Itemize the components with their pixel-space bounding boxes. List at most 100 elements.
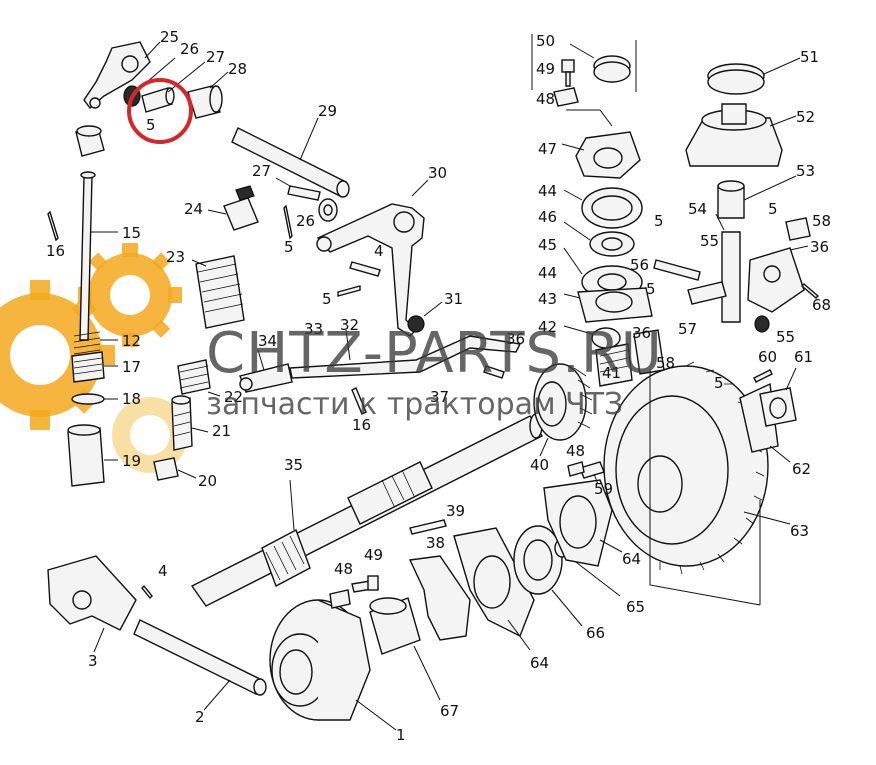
label-15: 15 bbox=[122, 224, 141, 242]
label-58a: 58 bbox=[812, 212, 831, 230]
label-58b: 58 bbox=[656, 354, 675, 372]
part-64b-flange bbox=[543, 479, 623, 567]
label-51: 51 bbox=[800, 48, 819, 66]
label-16a: 16 bbox=[46, 242, 65, 260]
label-63: 63 bbox=[790, 522, 809, 540]
label-57: 57 bbox=[678, 320, 697, 338]
label-42: 42 bbox=[538, 318, 557, 336]
label-5d: 5 bbox=[654, 212, 664, 230]
part-46-bearing bbox=[563, 221, 635, 257]
label-29: 29 bbox=[318, 102, 337, 120]
part-44-gasket bbox=[563, 187, 643, 229]
part-39-key bbox=[409, 519, 447, 535]
part-5-cotter-a bbox=[283, 204, 293, 240]
label-41: 41 bbox=[602, 364, 621, 382]
label-5b: 5 bbox=[284, 238, 294, 256]
label-49b: 49 bbox=[364, 546, 383, 564]
label-3: 3 bbox=[88, 652, 98, 670]
label-50: 50 bbox=[536, 32, 555, 50]
label-64b: 64 bbox=[622, 550, 641, 568]
watermark-gear-faint-icon bbox=[112, 397, 188, 473]
label-1: 1 bbox=[396, 726, 406, 744]
label-5f: 5 bbox=[646, 280, 656, 298]
label-4b: 4 bbox=[158, 562, 168, 580]
label-48c: 48 bbox=[334, 560, 353, 578]
label-17: 17 bbox=[122, 358, 141, 376]
label-5a: 5 bbox=[146, 116, 156, 134]
label-33: 33 bbox=[304, 320, 323, 338]
label-26a: 26 bbox=[180, 40, 199, 58]
part-3-fork bbox=[47, 555, 137, 653]
label-23: 23 bbox=[166, 248, 185, 266]
part-40-bevel-gear bbox=[533, 363, 593, 457]
part-31-roller bbox=[407, 301, 443, 333]
label-64a: 64 bbox=[530, 654, 549, 672]
label-56: 56 bbox=[630, 256, 649, 274]
label-20: 20 bbox=[198, 472, 217, 490]
part-24-block bbox=[207, 185, 259, 231]
label-35: 35 bbox=[284, 456, 303, 474]
label-5g: 5 bbox=[714, 374, 724, 392]
part-27b-pin bbox=[275, 177, 321, 201]
part-60-pin bbox=[753, 369, 773, 383]
part-28-bush bbox=[187, 71, 229, 119]
part-25-bracket bbox=[83, 41, 161, 110]
label-44a: 44 bbox=[538, 182, 557, 200]
part-48b-washer bbox=[329, 589, 351, 609]
label-67: 67 bbox=[440, 702, 459, 720]
label-61: 61 bbox=[794, 348, 813, 366]
part-63-large-gear bbox=[603, 361, 791, 575]
part-34-fork bbox=[239, 349, 293, 393]
label-31: 31 bbox=[444, 290, 463, 308]
part-16b-cotter bbox=[351, 387, 367, 415]
part-22-spring bbox=[177, 359, 221, 397]
label-46: 46 bbox=[538, 208, 557, 226]
label-36b: 36 bbox=[632, 324, 651, 342]
label-55b: 55 bbox=[776, 328, 795, 346]
part-17-spring bbox=[71, 351, 118, 383]
part-nut-top bbox=[75, 125, 105, 157]
part-29-shaft bbox=[231, 117, 350, 198]
label-68: 68 bbox=[812, 296, 831, 314]
label-52: 52 bbox=[796, 108, 815, 126]
label-21: 21 bbox=[212, 422, 231, 440]
label-2: 2 bbox=[195, 708, 205, 726]
part-68-pin bbox=[800, 283, 820, 299]
label-30: 30 bbox=[428, 164, 447, 182]
label-40: 40 bbox=[530, 456, 549, 474]
part-36-pin bbox=[483, 365, 505, 379]
label-19: 19 bbox=[122, 452, 141, 470]
label-37: 37 bbox=[430, 388, 449, 406]
label-48a: 48 bbox=[536, 90, 555, 108]
part-57-shaft bbox=[633, 329, 665, 375]
label-27a: 27 bbox=[206, 48, 225, 66]
part-12-spring bbox=[73, 331, 118, 355]
part-47-cover bbox=[561, 131, 641, 179]
part-32-link bbox=[289, 329, 522, 379]
part-61-nut bbox=[759, 367, 797, 427]
label-48b: 48 bbox=[566, 442, 585, 460]
part-20-nut bbox=[153, 457, 197, 481]
label-43: 43 bbox=[538, 290, 557, 308]
label-5c: 5 bbox=[322, 290, 332, 308]
label-55a: 55 bbox=[700, 232, 719, 250]
label-5e: 5 bbox=[768, 200, 778, 218]
part-23-spring bbox=[191, 255, 245, 329]
part-labels: 1 2 3 4 4 5 5 5 5 5 5 5 12 15 16 16 17 1… bbox=[46, 28, 831, 744]
part-49b-bolt bbox=[351, 575, 379, 593]
part-16-cotter bbox=[47, 210, 59, 242]
label-59: 59 bbox=[594, 480, 613, 498]
label-27b: 27 bbox=[252, 162, 271, 180]
part-55-nut bbox=[754, 315, 770, 333]
part-67-bush bbox=[369, 597, 441, 701]
label-60: 60 bbox=[758, 348, 777, 366]
part-4b-pin bbox=[141, 584, 153, 600]
label-47: 47 bbox=[538, 140, 557, 158]
label-38: 38 bbox=[426, 534, 445, 552]
label-16b: 16 bbox=[352, 416, 371, 434]
label-22: 22 bbox=[224, 388, 243, 406]
part-51-cap bbox=[707, 57, 801, 95]
part-66-ring bbox=[513, 525, 583, 627]
part-48c-washer bbox=[567, 461, 585, 477]
